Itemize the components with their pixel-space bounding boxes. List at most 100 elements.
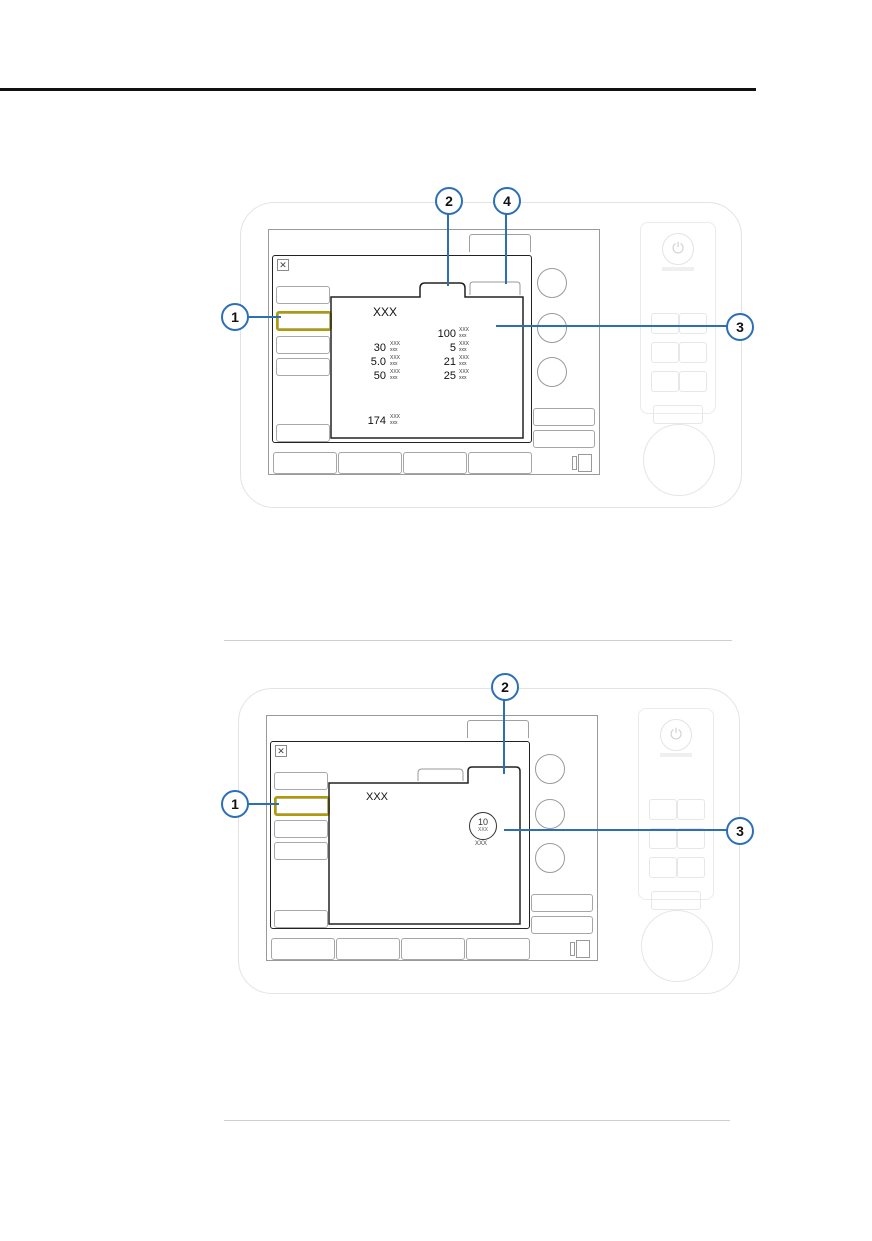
status-indicator: [572, 454, 592, 472]
value-readout: 25: [443, 370, 456, 382]
side-button-selected[interactable]: [276, 311, 332, 331]
tab-content-window: XXX 10 XXX XXX: [328, 761, 522, 925]
power-label: [662, 267, 694, 271]
dialog-window: ✕ XXX 10 XXX XXX: [270, 741, 530, 929]
panel-key-wide[interactable]: [651, 891, 701, 910]
callout-2: 2: [491, 673, 519, 701]
panel-key[interactable]: [679, 313, 707, 334]
separator: [224, 640, 732, 641]
top-tab[interactable]: [469, 234, 531, 252]
top-tab[interactable]: [467, 720, 529, 738]
callout-3: 3: [726, 313, 754, 341]
panel-key[interactable]: [679, 371, 707, 392]
callout-4: 4: [493, 187, 521, 215]
dialog-title: XXX: [366, 791, 389, 803]
tab-outline: [328, 766, 521, 925]
callout-1: 1: [221, 303, 249, 331]
round-button[interactable]: [535, 754, 565, 784]
side-button[interactable]: [276, 336, 330, 354]
value-readout: 50: [373, 370, 386, 382]
key-panel: ⏻: [640, 222, 716, 424]
bottom-button[interactable]: [273, 452, 337, 474]
panel-key[interactable]: [677, 799, 705, 820]
right-button[interactable]: [533, 430, 595, 448]
side-button[interactable]: [274, 772, 328, 790]
bottom-button[interactable]: [336, 938, 400, 960]
key-panel: ⏻: [638, 708, 714, 910]
round-button[interactable]: [537, 357, 567, 387]
dialog-title: XXX: [373, 305, 398, 319]
right-button[interactable]: [531, 916, 593, 934]
round-button[interactable]: [537, 313, 567, 343]
bottom-button[interactable]: [338, 452, 402, 474]
value-readout: 174: [367, 415, 386, 427]
callout-leader: [505, 212, 507, 284]
panel-key[interactable]: [651, 313, 679, 334]
panel-key[interactable]: [649, 857, 677, 878]
power-label: [660, 753, 692, 757]
value-readout: 21: [443, 356, 456, 368]
panel-key[interactable]: [679, 342, 707, 363]
separator: [224, 1120, 730, 1121]
panel-key[interactable]: [649, 799, 677, 820]
ring-caption: XXX: [475, 841, 488, 847]
side-button-selected[interactable]: [274, 796, 330, 816]
callout-leader: [504, 829, 727, 831]
right-button[interactable]: [533, 408, 595, 426]
round-button[interactable]: [535, 799, 565, 829]
device-screen: ✕ XXX 10 XXX XXX: [266, 715, 598, 961]
callout-leader: [246, 316, 281, 318]
round-button[interactable]: [537, 268, 567, 298]
callout-1: 1: [221, 790, 249, 818]
callout-3: 3: [726, 817, 754, 845]
side-button[interactable]: [276, 358, 330, 376]
tab-outline: [330, 281, 524, 439]
callout-leader: [503, 698, 505, 774]
bottom-button[interactable]: [468, 452, 532, 474]
value-readout: 5.0: [370, 356, 386, 368]
bottom-button[interactable]: [403, 452, 467, 474]
value-readout: 100: [437, 328, 456, 340]
bottom-button[interactable]: [466, 938, 530, 960]
callout-2: 2: [435, 187, 463, 215]
callout-leader: [246, 803, 279, 805]
value-ring: 10 XXX: [469, 812, 497, 840]
value-readout: 30: [373, 342, 386, 354]
callout-leader: [447, 212, 449, 286]
panel-key[interactable]: [651, 371, 679, 392]
panel-key-wide[interactable]: [653, 405, 703, 424]
bottom-button[interactable]: [401, 938, 465, 960]
side-button[interactable]: [276, 286, 330, 304]
side-button[interactable]: [274, 820, 328, 838]
panel-key[interactable]: [677, 828, 705, 849]
panel-key[interactable]: [649, 828, 677, 849]
callout-leader: [496, 325, 727, 327]
rotary-knob[interactable]: [643, 424, 715, 496]
round-button[interactable]: [535, 843, 565, 873]
right-button[interactable]: [531, 894, 593, 912]
bottom-button[interactable]: [271, 938, 335, 960]
panel-key[interactable]: [651, 342, 679, 363]
power-icon[interactable]: ⏻: [660, 719, 692, 751]
power-icon[interactable]: ⏻: [662, 233, 694, 265]
close-icon[interactable]: ✕: [277, 259, 289, 271]
rotary-knob[interactable]: [641, 910, 713, 982]
ring-unit: XXX: [477, 827, 488, 833]
side-button[interactable]: [274, 842, 328, 860]
side-button[interactable]: [274, 910, 328, 928]
panel-key[interactable]: [677, 857, 705, 878]
side-button[interactable]: [276, 424, 330, 442]
close-icon[interactable]: ✕: [275, 745, 287, 757]
